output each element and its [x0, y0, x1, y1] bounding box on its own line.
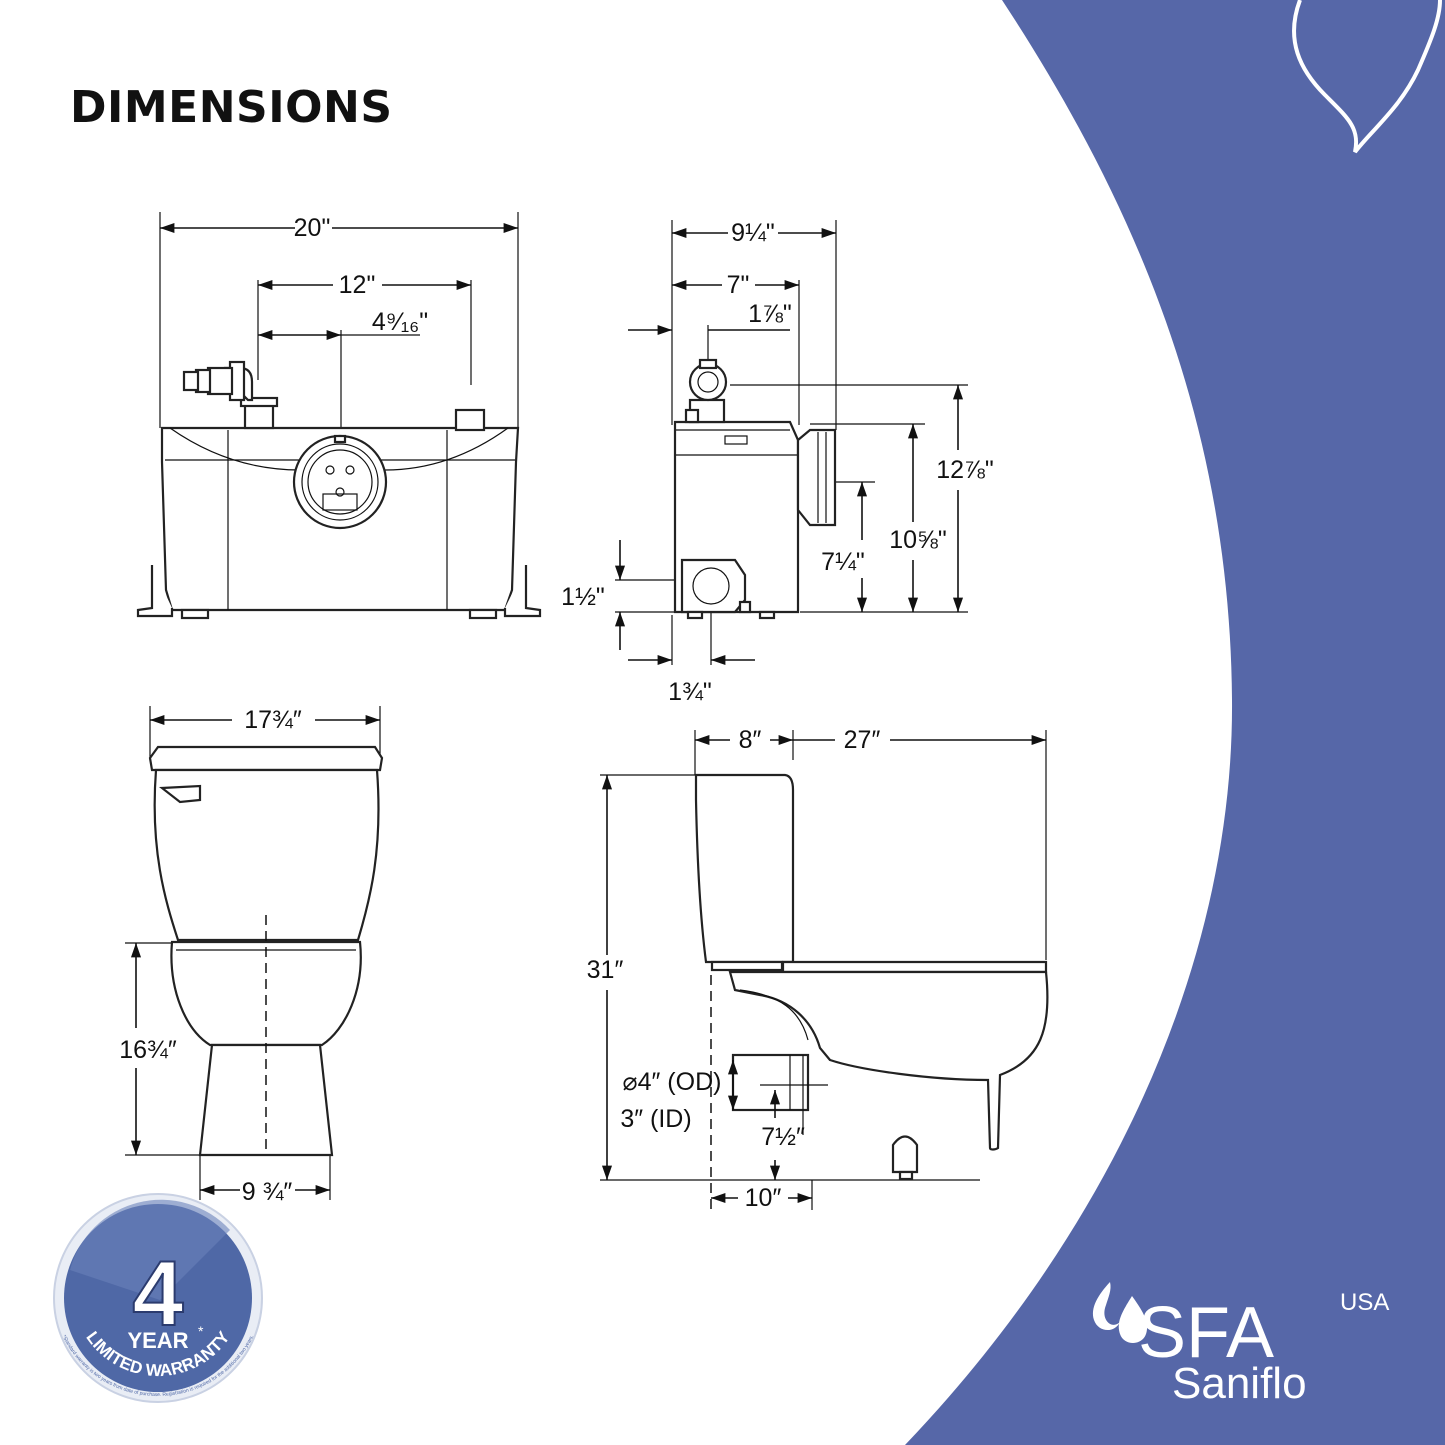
dim-toilet-outlet-od: ⌀4″ (OD)	[623, 1068, 722, 1096]
sfa-drop-icon	[1092, 1282, 1120, 1331]
dim-pump-overall-height: 12⅞"	[936, 456, 994, 484]
dim-pump-outlet-offset: 4⁹⁄₁₆"	[372, 308, 428, 336]
dim-toilet-outlet-id: 3″ (ID)	[620, 1105, 691, 1133]
dim-toilet-overall-length: 27″	[844, 726, 881, 754]
page-title: DIMENSIONS	[70, 82, 393, 133]
dim-toilet-tank-width: 17¾″	[244, 706, 302, 734]
blue-background-panel	[905, 0, 1445, 1445]
badge-asterisk: *	[198, 1323, 204, 1339]
dim-pump-inlet-height: 10⅝"	[889, 526, 947, 554]
warranty-badge: 4 YEAR * LIMITED WARRANTY *Standard warr…	[53, 1193, 263, 1403]
dim-pump-vent-setback: 1¾"	[668, 678, 712, 706]
dim-pump-depth-to-inlet: 7"	[727, 271, 750, 299]
dim-toilet-overall-height: 31″	[587, 956, 624, 984]
toilet-front-view	[125, 706, 384, 1200]
dim-pump-outlet-setback: 1⅞"	[748, 300, 792, 328]
dim-pump-width: 20"	[294, 214, 331, 242]
badge-year: YEAR	[127, 1328, 188, 1353]
dim-toilet-base-width: 9 ¾″	[242, 1178, 293, 1206]
logo-product: Saniflo	[1172, 1359, 1307, 1408]
logo-region: USA	[1340, 1289, 1389, 1316]
sfa-drop-icon-2	[1118, 1296, 1148, 1343]
toilet-side-view	[600, 730, 1049, 1210]
water-drop-outline-icon	[1292, 0, 1442, 154]
dim-pump-center-spacing: 12"	[339, 271, 376, 299]
pump-front-view	[136, 212, 542, 620]
pump-side-view	[614, 220, 968, 666]
sfa-saniflo-logo: SFA USA Saniflo	[1092, 1282, 1389, 1408]
dim-toilet-tank-depth: 8″	[739, 726, 762, 754]
dim-toilet-bowl-height: 16¾″	[119, 1036, 177, 1064]
logo-brand: SFA	[1138, 1293, 1274, 1373]
badge-number: 4	[132, 1243, 183, 1345]
dim-toilet-outlet-height: 7½″	[761, 1123, 805, 1151]
dim-pump-depth: 9¼"	[731, 219, 775, 247]
dim-pump-inlet-center-height: 7¼"	[821, 548, 865, 576]
dim-toilet-rough-in: 10″	[745, 1184, 782, 1212]
dim-pump-vent-height: 1½"	[561, 583, 605, 611]
